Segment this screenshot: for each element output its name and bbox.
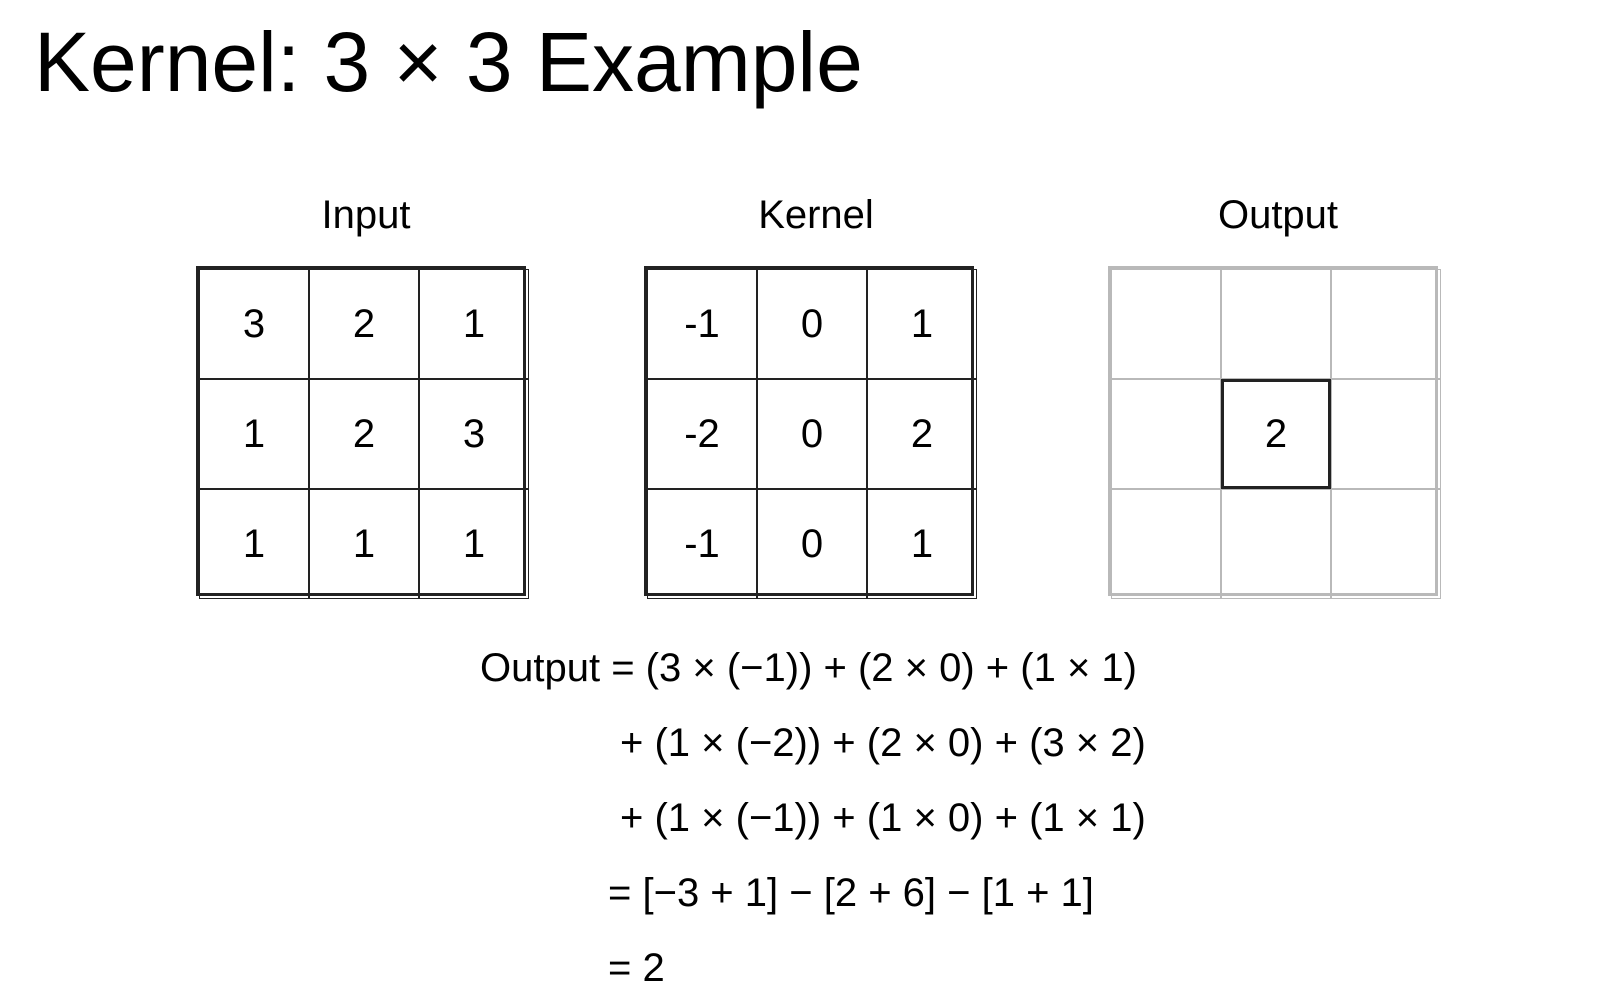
output-cell-center: 2: [1221, 379, 1331, 489]
output-cell: [1221, 489, 1331, 599]
input-cell: 1: [309, 489, 419, 599]
kernel-cell: -2: [647, 379, 757, 489]
input-cell: 1: [419, 489, 529, 599]
kernel-cell: 2: [867, 379, 977, 489]
kernel-cell: -1: [647, 269, 757, 379]
input-cell: 3: [199, 269, 309, 379]
output-grid: 2: [1108, 266, 1441, 599]
kernel-grid-label: Kernel: [758, 193, 874, 237]
kernel-cell: 0: [757, 269, 867, 379]
equation-line-3: + (1 × (−1)) + (1 × 0) + (1 × 1): [620, 796, 1146, 840]
output-cell: [1331, 269, 1441, 379]
kernel-cell: 1: [867, 489, 977, 599]
equation-line-1: Output = (3 × (−1)) + (2 × 0) + (1 × 1): [480, 646, 1137, 690]
kernel-grid: -1 0 1 -2 0 2 -1 0 1: [644, 266, 977, 599]
kernel-cell: -1: [647, 489, 757, 599]
output-cell: [1221, 269, 1331, 379]
input-cell: 1: [419, 269, 529, 379]
kernel-cell: 0: [757, 489, 867, 599]
equation-line-5: = 2: [608, 946, 665, 990]
input-cell: 1: [199, 379, 309, 489]
kernel-cell: 0: [757, 379, 867, 489]
output-grid-label: Output: [1217, 193, 1339, 237]
output-cell: [1111, 379, 1221, 489]
equation-line-4: = [−3 + 1] − [2 + 6] − [1 + 1]: [608, 871, 1094, 915]
slide-title: Kernel: 3 × 3 Example: [34, 15, 863, 109]
input-cell: 2: [309, 379, 419, 489]
equation-line-2: + (1 × (−2)) + (2 × 0) + (3 × 2): [620, 721, 1146, 765]
input-cell: 2: [309, 269, 419, 379]
kernel-cell: 1: [867, 269, 977, 379]
output-cell: [1111, 269, 1221, 379]
output-cell: [1111, 489, 1221, 599]
input-cell: 3: [419, 379, 529, 489]
output-cell: [1331, 489, 1441, 599]
output-cell: [1331, 379, 1441, 489]
input-grid-label: Input: [321, 193, 411, 237]
input-cell: 1: [199, 489, 309, 599]
input-grid: 3 2 1 1 2 3 1 1 1: [196, 266, 529, 599]
